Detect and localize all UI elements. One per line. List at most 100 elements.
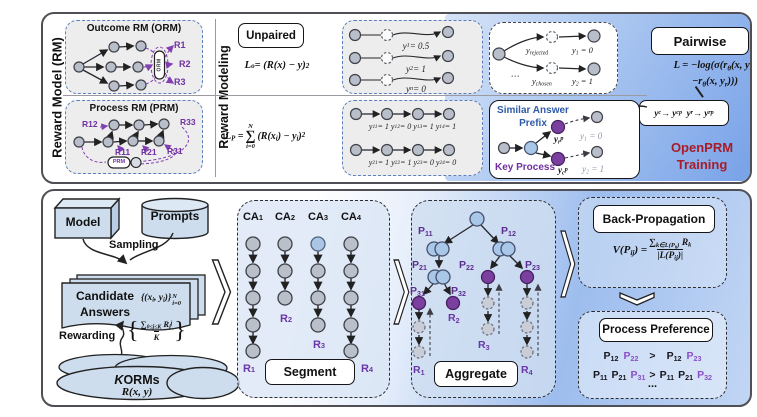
back-propagation-box: Back-Propagation V(Pij) = ∑k∈L(Pij) Rk |… [578,197,727,288]
pairwise-loss-formula: L = −log(σ(rθ(x, yc) −rθ(x, yr))) [638,58,750,89]
orm-reward-r3: R3 [174,77,186,87]
k-orms-label: K ORMs [114,373,160,387]
flow-arrow-icon-2 [393,259,410,325]
lp-sigma: N ∑ i=0 [245,122,256,150]
horizontal-divider [63,95,647,97]
sampling-flow-graphics [53,197,240,401]
aggregate-r4-label: R4 [521,364,533,377]
model-label: Model [65,215,101,229]
preference-pair-2: P11 P21 P31 > P11 P21 P32 [592,369,713,382]
rewarding-arrow [114,320,125,359]
flow-arrow-icon-3 [560,230,576,298]
prm-pill-label: PRM [112,158,126,165]
aggregate-p23-label: P23 [525,259,540,272]
orm-box: Outcome RM (ORM) [65,20,203,94]
sampling-arrows [82,232,174,265]
prompts-label: Prompts [150,209,200,223]
process-examples-graph [349,107,456,157]
value-fraction: ∑k∈L(Pij) Rk |L(Pij)| [649,238,692,262]
process-loss-formula: LP = N ∑ i=0 (R(xi) − yi)2 [225,112,339,162]
lp-body: (R(xi) − yi)2 [257,131,306,143]
k-orms-stack [56,353,240,401]
k-orms-formula: R(x, y) [121,386,153,398]
rejected-label: yrejected [526,45,549,57]
ellipsis: ⋯ [510,71,519,81]
aggregate-r1-label: R1 [413,364,425,377]
similar-y2-label: y2 = 1 [582,164,605,176]
prm-box: Process RM (PRM) [65,100,203,174]
reward-model-axis-label: Reward Model (RM) [49,37,65,158]
candidate-set-formula: {(xi, yi)} N i=0 [141,293,182,308]
prm-reward-r33: R33 [180,117,196,127]
orm-reward-r1: R1 [174,40,186,50]
orm-title: Outcome RM (ORM) [86,23,182,34]
candidate-set-limits: N i=0 [172,293,182,308]
reward-model-panel: Reward Model (RM) Reward Modeling Outcom… [41,12,752,184]
prm-reward-r11: R11 [115,147,131,157]
back-propagation-heading: Back-Propagation [593,205,715,233]
aggregate-p32-label: P32 [451,285,466,298]
aggregate-p22-label: P22 [459,259,474,272]
prm-reward-r21: R21 [141,147,157,157]
preference-ellipsis: ... [647,378,658,390]
pairwise-example-box: yrejected y1 = 0 ⋯ ychosen y2 = 1 [489,22,618,94]
prm-reward-r12: R12 [82,119,98,129]
aggregate-p31-label: P31 [410,285,425,298]
pairwise-heading: Pairwise [651,27,749,55]
unpaired-examples-graph [348,25,455,87]
average-reward-fraction: ∑0≤j≤K Rij K [140,318,173,342]
prm-reward-r31: R31 [167,146,183,156]
aggregate-heading: Aggregate [434,361,518,387]
vertical-divider [215,19,217,177]
openprm-training-label: OpenPRM Training [670,140,734,172]
aggregate-box: P11 P12 P21 P22 P23 P31 P32 R2 R1 R3 R4 … [410,200,556,398]
process-preference-heading: Process Preference [599,318,713,342]
pairwise-y1-label: y1 = 0 [572,45,593,57]
pairwise-loss-line2: −rθ(x, yr))) [691,75,739,88]
orm-graph [73,40,175,92]
pairwise-example-graph [492,29,601,76]
sampling-label: Sampling [109,239,159,251]
yr-p-label: yrp [554,134,564,146]
key-process-graph [497,110,604,167]
chosen-label: ychosen [532,76,552,88]
unpaired-heading: Unpaired [238,23,304,48]
segment-heading: Segment [265,359,355,385]
process-preference-box: Process Preference P12 P22 > P12 P23 P11… [578,311,727,399]
aggregate-p12-label: P12 [501,225,516,238]
rewarding-label: Rewarding [59,330,116,342]
orm-pill-label: ORM [156,58,163,72]
similar-y1-label: y1 = 0 [580,131,603,143]
prm-title: Process RM (PRM) [89,103,179,114]
average-reward-formula: { ∑0≤j≤K Rij K } [127,318,186,344]
pairwise-y2-label: y2 = 1 [572,76,593,88]
prm-graph [73,118,190,169]
candidate-answers-stack [61,274,206,331]
segment-chains-graph [245,236,359,359]
aggregate-p21-label: P21 [412,259,427,272]
prompts-cylinder-icon [141,197,209,240]
orm-reward-r2: R2 [179,59,191,69]
aggregate-p11-label: P11 [418,225,433,238]
aggregate-r2-label: R2 [448,312,460,325]
aggregate-tree-graph [411,211,542,359]
preference-pair-1: P12 P22 > P12 P23 [603,350,702,363]
